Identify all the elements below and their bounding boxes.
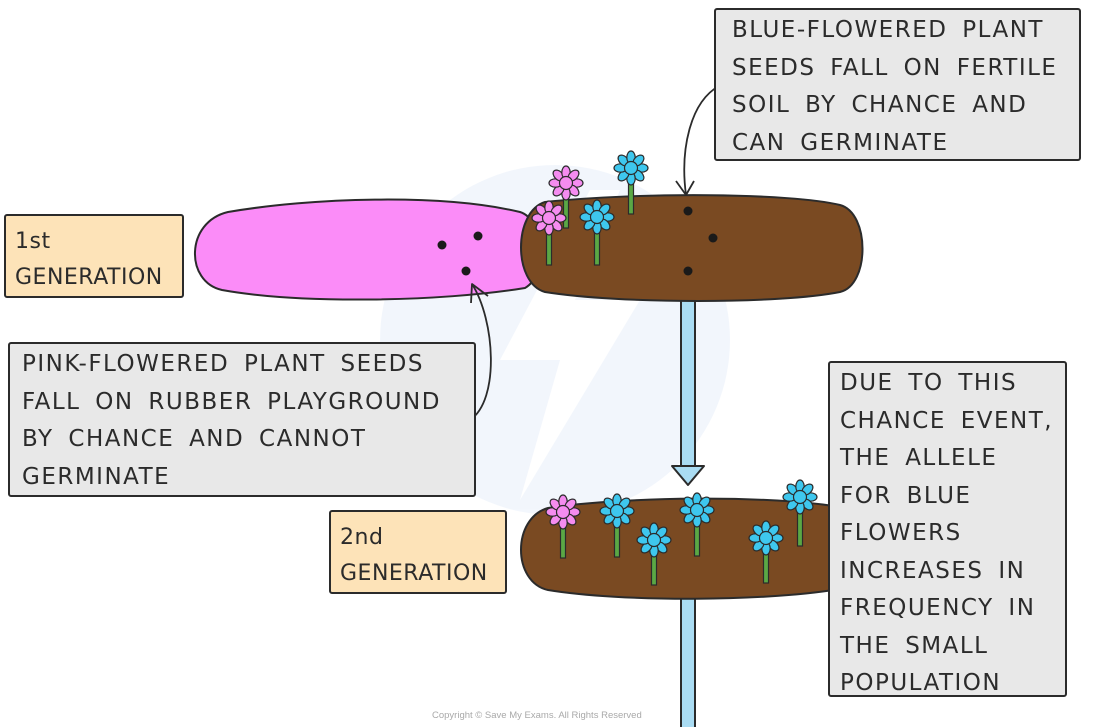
callout-line: FREQUENCY IN — [840, 595, 1036, 621]
callout-line: FLOWERS — [840, 520, 962, 546]
blue-flower — [599, 493, 635, 558]
pink-flower — [531, 200, 567, 266]
pink-seeds — [437, 231, 483, 276]
callout-line: BLUE-FLOWERED PLANT — [732, 17, 1044, 43]
first-generation-label: 1st GENERATION — [4, 214, 184, 298]
callout-line: SEEDS FALL ON FERTILE — [732, 54, 1058, 81]
generation-word: GENERATION — [340, 561, 488, 586]
blue-seeds — [683, 206, 718, 276]
callout-line: DUE TO THIS — [840, 370, 1018, 396]
blue-flower — [679, 492, 715, 557]
callout-line: CHANCE EVENT, — [840, 407, 1054, 434]
blue-flower — [782, 479, 818, 547]
callout-line: GERMINATE — [22, 463, 171, 490]
blue-seeds-callout: BLUE-FLOWERED PLANT SEEDS FALL ON FERTIL… — [714, 8, 1081, 161]
callout-line: INCREASES IN — [840, 557, 1026, 584]
pink-flower — [545, 494, 581, 559]
callout-line: POPULATION — [840, 670, 1002, 696]
callout-line: FALL ON RUBBER PLAYGROUND — [22, 388, 441, 415]
generation-word: GENERATION — [15, 265, 163, 290]
result-callout: DUE TO THIS CHANCE EVENT, THE ALLELE FOR… — [828, 361, 1067, 697]
pink-seeds-callout: PINK-FLOWERED PLANT SEEDS FALL ON RUBBER… — [8, 342, 476, 497]
generation-number: 1st — [15, 229, 51, 254]
callout-line: THE SMALL — [840, 632, 989, 659]
rubber-playground — [194, 198, 542, 301]
flowers — [531, 150, 818, 586]
second-generation-label: 2nd GENERATION — [329, 510, 507, 594]
copyright-notice: Copyright © Save My Exams. All Rights Re… — [432, 710, 642, 721]
blue-flower — [613, 150, 649, 215]
blue-callout-pointer — [683, 85, 720, 196]
callout-line: BY CHANCE AND CANNOT — [22, 426, 367, 452]
callout-line: THE ALLELE — [840, 445, 998, 471]
callout-line: PINK-FLOWERED PLANT SEEDS — [22, 351, 424, 377]
callout-line: CAN GERMINATE — [732, 129, 949, 156]
blue-flower — [748, 520, 784, 584]
callout-line: FOR BLUE — [840, 482, 972, 509]
generation-number: 2nd — [340, 525, 384, 550]
blue-flower — [579, 199, 615, 266]
pink-flower — [548, 165, 584, 229]
blue-flower — [636, 522, 672, 586]
continuation-arrow — [680, 591, 696, 727]
callout-line: SOIL BY CHANCE AND — [732, 92, 1028, 118]
pink-callout-pointer — [469, 283, 492, 421]
